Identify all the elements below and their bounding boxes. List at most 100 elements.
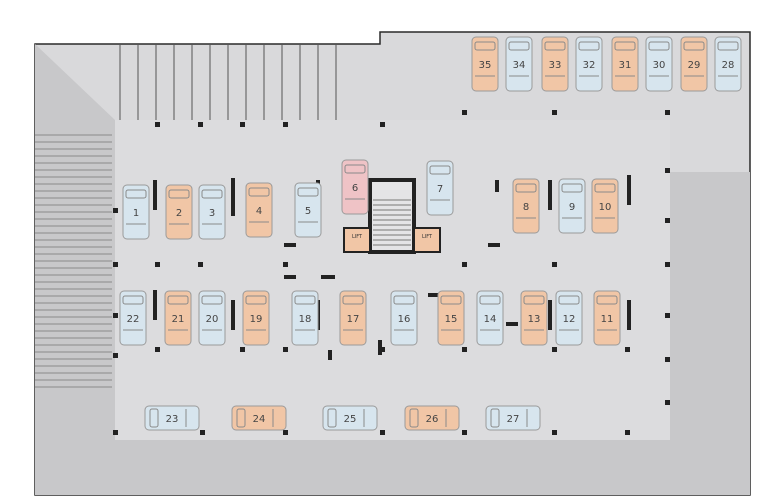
space-number: 4 [256,206,262,217]
parking-space-11: 11 [593,290,621,346]
pillar [283,262,288,267]
space-number: 29 [688,60,701,71]
parking-space-19: 19 [242,290,270,346]
parking-space-12: 12 [555,290,583,346]
pillar [198,122,203,127]
parking-space-2: 2 [165,184,193,240]
parking-space-18: 18 [291,290,319,346]
pillar [462,430,467,435]
pillar [552,262,557,267]
wall-segment [488,243,500,247]
space-number: 9 [569,202,575,213]
pillar [283,430,288,435]
pillar [113,262,118,267]
wall-segment [506,322,518,326]
parking-space-3: 3 [198,184,226,240]
space-number: 22 [127,314,140,325]
parking-space-35: 35 [471,36,499,92]
ramp-steps [35,134,112,388]
parking-space-20: 20 [198,290,226,346]
pillar [113,430,118,435]
pillar [552,430,557,435]
space-number: 2 [176,208,182,219]
wall-segment [231,178,235,216]
space-number: 12 [563,314,576,325]
pillar [113,313,118,318]
pillar [240,347,245,352]
parking-space-9: 9 [558,178,586,234]
pillar [380,430,385,435]
space-number: 23 [166,414,179,425]
pillar [665,168,670,173]
pillar [155,122,160,127]
space-number: 18 [299,314,312,325]
parking-space-25: 25 [322,405,378,431]
pillar [380,347,385,352]
parking-space-23: 23 [144,405,200,431]
pillar [113,353,118,358]
pillar [155,262,160,267]
wall-segment [328,350,332,360]
parking-space-14: 14 [476,290,504,346]
pillar [665,262,670,267]
space-number: 30 [653,60,666,71]
wall-segment [548,300,552,330]
pillar [552,347,557,352]
space-number: 20 [206,314,219,325]
left-ramp [35,44,750,495]
parking-space-6: 6 [341,159,369,215]
lift-right-label: LIFT [422,234,433,240]
parking-space-22: 22 [119,290,147,346]
parking-space-13: 13 [520,290,548,346]
wall-segment [548,180,552,210]
pillar [283,347,288,352]
wall-segment [428,293,440,297]
parking-space-5: 5 [294,182,322,238]
parking-space-27: 27 [485,405,541,431]
pillar [155,347,160,352]
space-number: 13 [528,314,541,325]
space-number: 34 [513,60,526,71]
parking-space-7: 7 [426,160,454,216]
pillar [462,110,467,115]
space-number: 5 [305,206,311,217]
space-number: 16 [398,314,411,325]
wall-segment [153,290,157,320]
parking-space-28: 28 [714,36,742,92]
pillar [113,208,118,213]
space-number: 32 [583,60,596,71]
parking-space-30: 30 [645,36,673,92]
pillar [665,313,670,318]
pillar [240,122,245,127]
parking-space-29: 29 [680,36,708,92]
pillar [283,122,288,127]
parking-space-8: 8 [512,178,540,234]
pillar [380,122,385,127]
parking-space-33: 33 [541,36,569,92]
driveway-floor [115,120,670,440]
space-number: 19 [250,314,263,325]
pillar [665,110,670,115]
space-number: 7 [437,184,443,195]
parking-space-26: 26 [404,405,460,431]
pillar [665,218,670,223]
stair-core: LIFT LIFT [343,178,441,254]
space-number: 8 [523,202,529,213]
top-parking-lines [119,44,337,120]
space-number: 1 [133,208,139,219]
pillar [462,347,467,352]
parking-space-17: 17 [339,290,367,346]
space-number: 21 [172,314,185,325]
space-number: 35 [479,60,492,71]
parking-space-24: 24 [231,405,287,431]
wall-segment [627,300,631,330]
space-number: 6 [352,183,358,194]
parking-space-10: 10 [591,178,619,234]
space-number: 24 [253,414,266,425]
parking-space-16: 16 [390,290,418,346]
lift-right [413,227,441,253]
pillar [462,262,467,267]
space-number: 25 [344,414,357,425]
